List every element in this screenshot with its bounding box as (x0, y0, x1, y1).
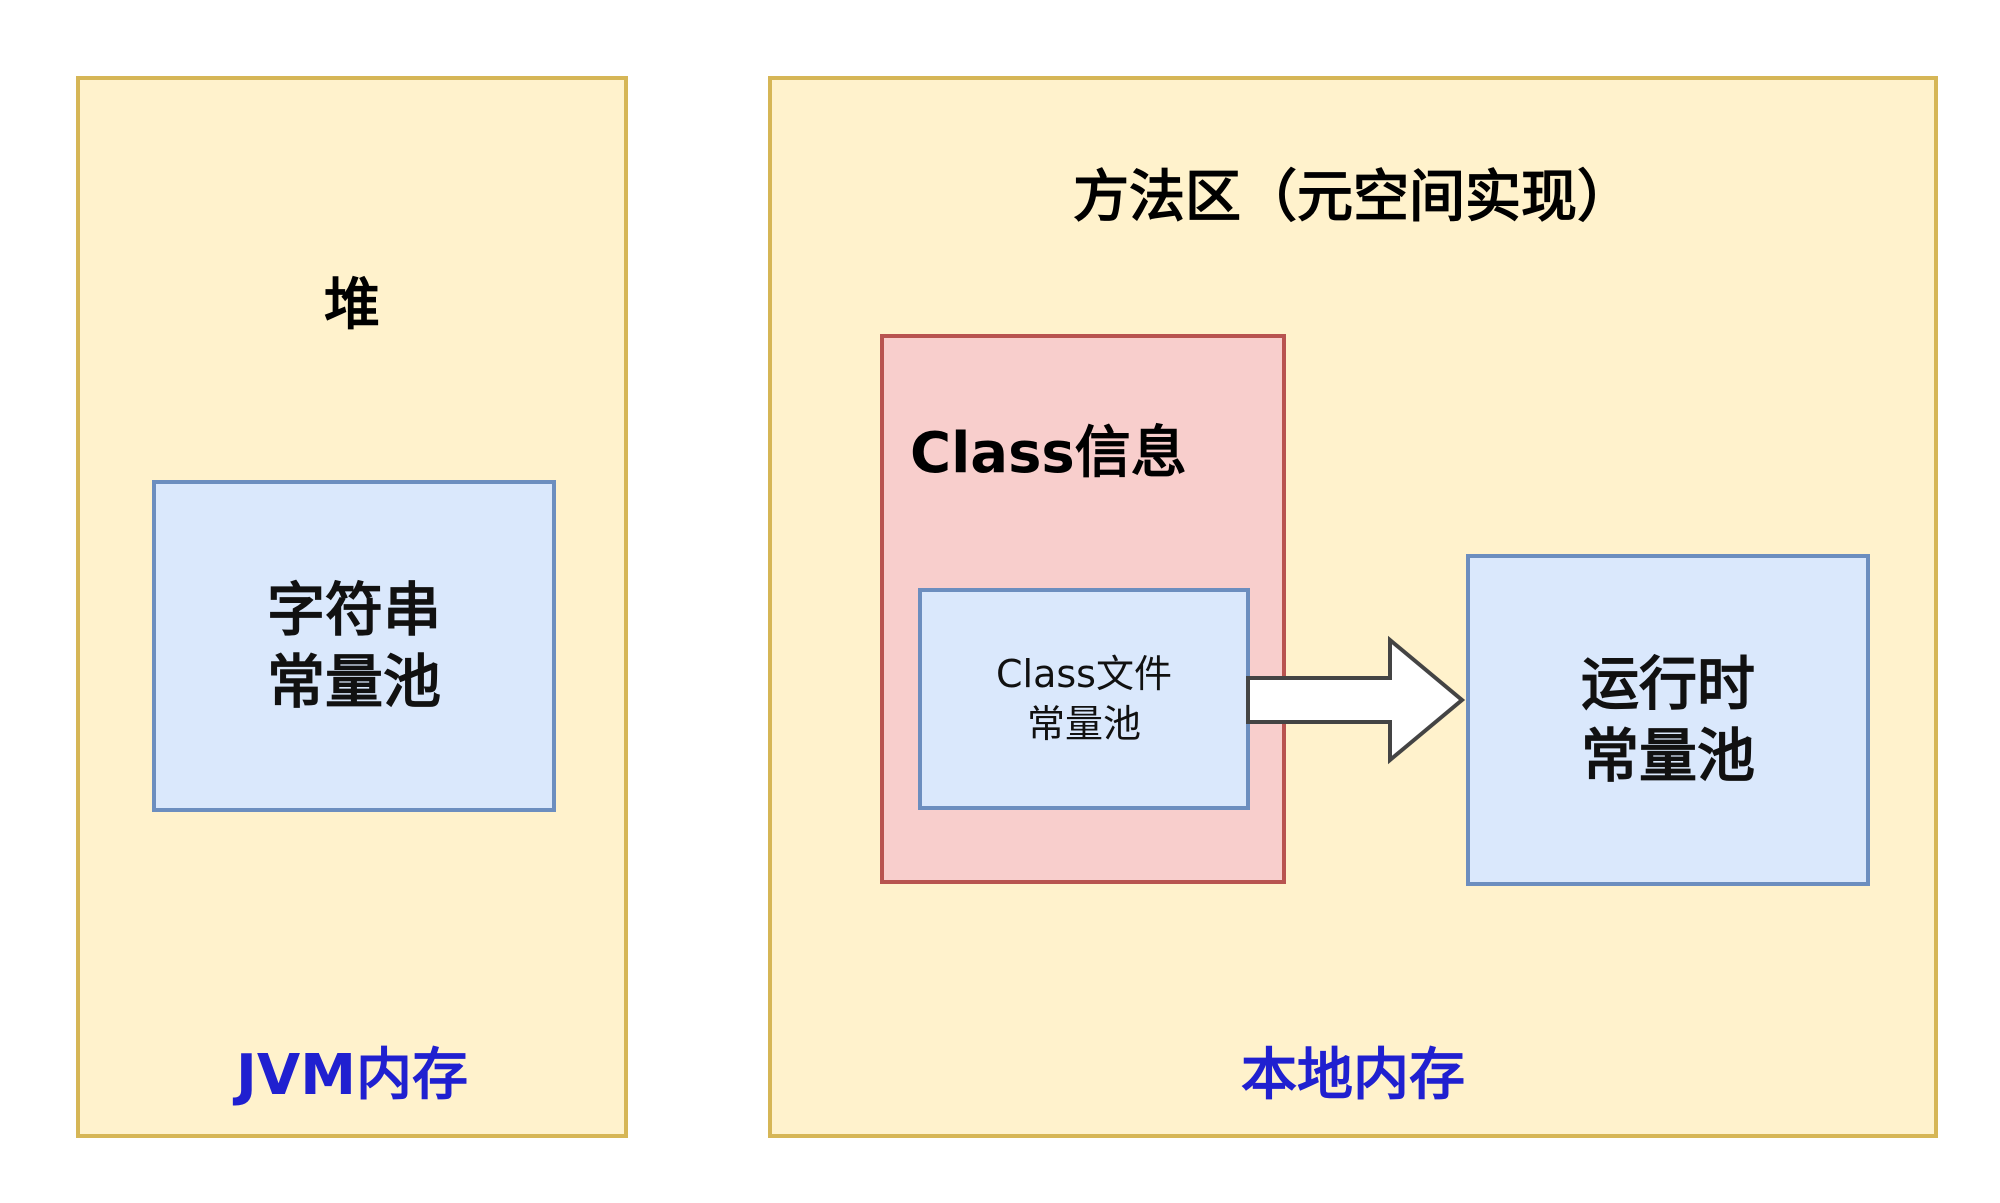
method-area-footer-label: 本地内存 (1241, 1043, 1465, 1108)
class-file-constant-pool-line2: 常量池 (1026, 702, 1141, 746)
class-info-box: Class信息 Class文件 常量池 (880, 334, 1286, 884)
runtime-constant-pool-line2: 常量池 (1580, 722, 1755, 790)
runtime-constant-pool-line1: 运行时 (1580, 650, 1755, 718)
runtime-constant-pool-box: 运行时 常量池 (1466, 554, 1870, 886)
string-constant-pool-line1: 字符串 (266, 576, 441, 644)
method-area-container: 方法区（元空间实现） Class信息 Class文件 常量池 运行时 常量池 本… (768, 76, 1938, 1138)
class-file-constant-pool-box: Class文件 常量池 (918, 588, 1250, 810)
class-info-title: Class信息 (910, 421, 1187, 486)
heap-title: 堆 (324, 273, 380, 338)
class-file-constant-pool-line1: Class文件 (996, 652, 1172, 696)
block-arrow-shape (1246, 635, 1466, 765)
heap-container: 堆 字符串 常量池 JVM内存 (76, 76, 628, 1138)
string-constant-pool-box: 字符串 常量池 (152, 480, 556, 812)
string-constant-pool-line2: 常量池 (266, 648, 441, 716)
heap-footer-label: JVM内存 (236, 1043, 468, 1108)
method-area-title: 方法区（元空间实现） (1073, 165, 1633, 230)
block-arrow (1246, 635, 1466, 765)
